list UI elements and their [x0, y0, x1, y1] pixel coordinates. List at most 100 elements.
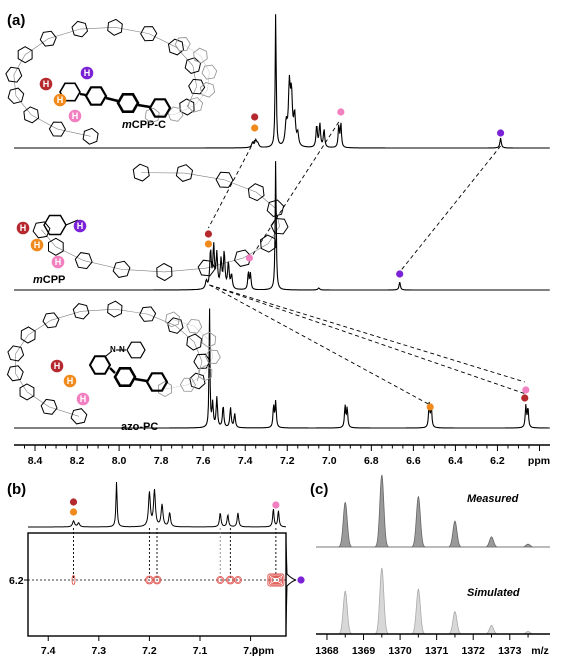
- contour-peak: [71, 575, 76, 585]
- phenylene-ring: [193, 47, 208, 64]
- bond: [65, 219, 79, 226]
- measured-label: Measured: [467, 493, 519, 505]
- ring-bond: [267, 226, 280, 244]
- proton-h-purple-label: H: [77, 221, 84, 231]
- ring-bond: [31, 114, 58, 130]
- x-tick-label: 7.3: [92, 645, 107, 657]
- phenylene-ring: [7, 87, 25, 105]
- side-projection: [285, 539, 297, 629]
- ring-bond: [13, 74, 17, 96]
- ring-bond: [172, 319, 195, 327]
- x-tick-label: 7.4: [41, 645, 56, 657]
- phenylene-ring: [204, 349, 221, 364]
- phenylene-ring: [113, 367, 137, 387]
- ring-bond: [24, 38, 49, 55]
- ring-bond: [256, 191, 276, 209]
- x-tick-label: 1372: [462, 645, 486, 657]
- correlation-lines: [208, 121, 526, 406]
- contour-peak: [217, 577, 223, 583]
- proton-h-purple-label: H: [84, 68, 91, 78]
- marker-orange: [204, 240, 213, 248]
- ring-bond: [57, 128, 91, 137]
- ring-bond: [55, 246, 84, 261]
- x-tick-label: 6.8: [364, 455, 379, 467]
- phenylene-ring: [39, 30, 57, 47]
- phenylene-ring: [188, 78, 206, 95]
- phenylene-ring: [59, 82, 81, 102]
- phenylene-ring: [140, 26, 158, 42]
- ring-bond: [205, 356, 214, 374]
- trace-label-mcpp-c: mCPP-C: [122, 119, 166, 131]
- phenylene-ring: [199, 81, 216, 98]
- phenylene-ring: [148, 98, 172, 118]
- x-tick-label: 6.2: [490, 455, 505, 467]
- proton-h-orange: [30, 238, 44, 252]
- marker-pink: [272, 501, 280, 509]
- x-tick-label: 1370: [388, 645, 412, 657]
- marker-pink: [522, 386, 530, 394]
- phenylene-ring: [43, 214, 67, 236]
- ring-bond: [182, 43, 201, 56]
- phenylene-ring: [6, 365, 24, 382]
- phenylene-ring: [71, 20, 89, 38]
- phenylene-ring: [132, 163, 150, 182]
- marker-dark-red: [251, 113, 259, 121]
- phenylene-ring: [23, 106, 40, 124]
- ring-bond: [121, 269, 165, 273]
- phenylene-ring: [266, 199, 285, 218]
- x-tick-label: 1368: [315, 645, 339, 657]
- phenylene-ring: [197, 259, 216, 277]
- x-tick-label: 7.8: [154, 455, 169, 467]
- marker-orange: [251, 124, 259, 132]
- correlation-line: [209, 284, 431, 406]
- phenylene-ring: [187, 97, 204, 113]
- proton-h-purple: [80, 66, 94, 80]
- proton-h-dark-red: [39, 77, 53, 91]
- phenylene-ring: [70, 408, 88, 425]
- ring-bond: [164, 267, 207, 273]
- phenylene-ring: [139, 306, 157, 322]
- x-tick-label: 1369: [352, 645, 376, 657]
- proton-h-orange: [53, 93, 67, 107]
- simulated-label: Simulated: [467, 587, 520, 599]
- ring-bond: [81, 308, 115, 312]
- ring-bond: [49, 406, 80, 417]
- phenylene-ring: [189, 372, 206, 390]
- x-tick-label: 7.2: [280, 455, 295, 467]
- phenylene-ring: [259, 234, 277, 253]
- phenylene-ring: [186, 318, 203, 334]
- trace-label-mcpp-c-prefix: m: [122, 119, 132, 131]
- ring-bond: [15, 95, 32, 116]
- nitrogen-label: N: [110, 345, 116, 354]
- x-tick-label: 8.2: [70, 455, 85, 467]
- phenylene-ring: [5, 66, 23, 83]
- trace-mcpp: [14, 161, 550, 291]
- nmr-traces: [14, 14, 550, 429]
- panel-c-label: (c): [310, 481, 328, 498]
- proton-h-orange-label: H: [67, 376, 74, 386]
- ring-bond: [114, 27, 149, 34]
- ring-bond: [207, 72, 210, 90]
- phenylene-ring: [201, 64, 218, 80]
- x-tick-label: 7.2: [142, 645, 157, 657]
- phenylene-ring: [247, 183, 265, 202]
- marker-dark-red: [69, 498, 78, 506]
- ring-bond: [206, 257, 243, 269]
- ring-bond: [114, 308, 148, 315]
- contour-peak: [146, 576, 153, 584]
- simulated-spectrum: [316, 567, 550, 635]
- proton-h-purple: [73, 219, 87, 233]
- phenylene-ring: [84, 86, 108, 106]
- y-tick-label: 6.2: [9, 575, 24, 587]
- contour-peak: [271, 577, 281, 583]
- correlation-line: [209, 284, 525, 383]
- ring-bond: [15, 334, 29, 354]
- proton-h-pink: [68, 109, 82, 123]
- marker-pink: [245, 254, 254, 262]
- correlation-line: [208, 139, 256, 229]
- ring-bond: [187, 372, 206, 385]
- phenylene-ring: [72, 303, 90, 320]
- contour-peak: [268, 574, 283, 586]
